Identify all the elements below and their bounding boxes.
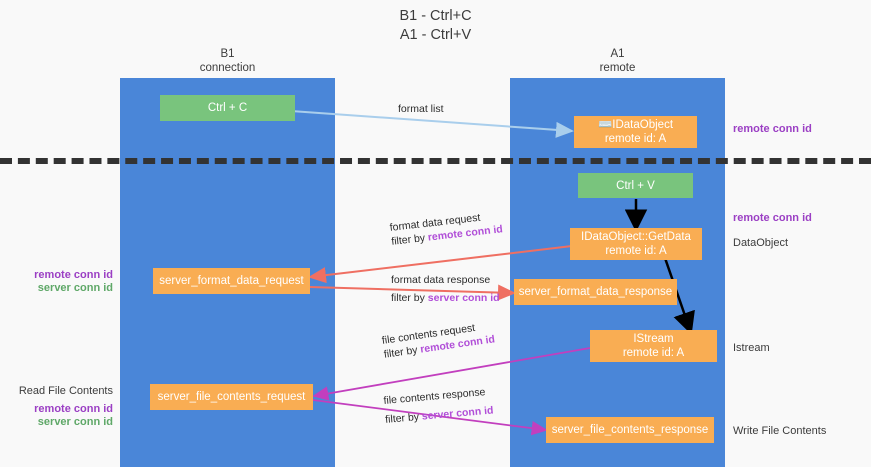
node-server-file-contents-response-label: server_file_contents_response	[551, 424, 709, 436]
filter-prefix: filter by	[391, 292, 428, 304]
lane-header-a1-role: remote	[599, 62, 636, 74]
annotation-left-server-conn-id-bottom: server conn id	[37, 416, 113, 428]
edge-label-file-contents-response-filter: filter by server conn id	[385, 403, 494, 426]
node-istream-label: IStream	[633, 333, 674, 345]
node-server-format-data-response[interactable]: server_format_data_response	[514, 279, 677, 305]
annotation-dataobject: DataObject	[733, 237, 789, 249]
lane-header-a1-name: A1	[610, 48, 625, 60]
edge-label-format-data-response-filter: filter by server conn id	[391, 291, 500, 305]
lane-header-b1-role: connection	[199, 62, 256, 74]
filter-key: server conn id	[427, 292, 500, 304]
edge-label-format-data-request: format data request filter by remote con…	[389, 208, 503, 249]
annotation-read-file-contents: Read File Contents	[18, 385, 113, 397]
node-ctrl-v[interactable]: Ctrl + V	[578, 173, 693, 198]
edge-label-format-list: format list	[398, 102, 444, 116]
edge-label-format-data-response: format data response filter by server co…	[391, 273, 500, 305]
node-server-file-contents-request-label: server_file_contents_request	[157, 391, 306, 403]
diagram-title: B1 - Ctrl+C A1 - Ctrl+V	[0, 7, 871, 45]
annotation-left-remote-conn-id-mid: remote conn id	[34, 269, 113, 281]
node-server-format-data-request[interactable]: server_format_data_request	[153, 268, 310, 294]
lane-header-a1: A1 remote	[510, 47, 725, 75]
node-ctrl-c-label: Ctrl + C	[207, 102, 248, 114]
filter-prefix: filter by	[384, 410, 423, 426]
annotation-left-remote-conn-id-bottom: remote conn id	[34, 403, 113, 415]
node-server-format-data-request-label: server_format_data_request	[159, 275, 304, 287]
node-clipboard-idataobject-label: ⌨️IDataObject	[597, 119, 674, 131]
edge-label-format-list-text: format list	[398, 103, 444, 115]
node-ctrl-v-label: Ctrl + V	[616, 179, 655, 192]
annotation-remote-conn-id-mid: remote conn id	[733, 212, 812, 224]
filter-prefix: filter by	[383, 343, 422, 361]
node-server-format-data-response-label: server_format_data_response	[518, 286, 673, 298]
node-istream[interactable]: IStream remote id: A	[590, 330, 717, 362]
node-idataobject-getdata-label: IDataObject::GetData	[581, 231, 691, 243]
node-istream-sub: remote id: A	[622, 347, 685, 359]
filter-key: server conn id	[421, 404, 494, 423]
edge-label-file-contents-request: file contents request filter by remote c…	[381, 318, 496, 361]
node-server-file-contents-response[interactable]: server_file_contents_response	[546, 417, 714, 443]
annotation-left-server-conn-id-mid: server conn id	[37, 282, 113, 294]
phase-divider	[0, 158, 871, 164]
lane-header-b1: B1 connection	[120, 47, 335, 75]
lane-header-b1-name: B1	[220, 48, 235, 60]
title-line-1: B1 - Ctrl+C	[399, 8, 472, 24]
edge-label-format-data-response-line1: format data response	[391, 274, 491, 286]
node-clipboard-idataobject-sub: remote id: A	[604, 133, 667, 145]
filter-prefix: filter by	[390, 231, 429, 248]
node-server-file-contents-request[interactable]: server_file_contents_request	[150, 384, 313, 410]
node-idataobject-getdata[interactable]: IDataObject::GetData remote id: A	[570, 228, 702, 260]
node-idataobject-getdata-sub: remote id: A	[605, 245, 667, 257]
title-line-2: A1 - Ctrl+V	[399, 27, 472, 43]
node-clipboard-idataobject[interactable]: ⌨️IDataObject remote id: A	[574, 116, 697, 148]
edge-label-file-contents-response: file contents response filter by server …	[383, 385, 494, 427]
annotation-remote-conn-id-top: remote conn id	[733, 123, 812, 135]
node-ctrl-c[interactable]: Ctrl + C	[160, 95, 295, 121]
annotation-write-file-contents: Write File Contents	[733, 425, 827, 437]
annotation-istream: Istream	[733, 342, 770, 354]
